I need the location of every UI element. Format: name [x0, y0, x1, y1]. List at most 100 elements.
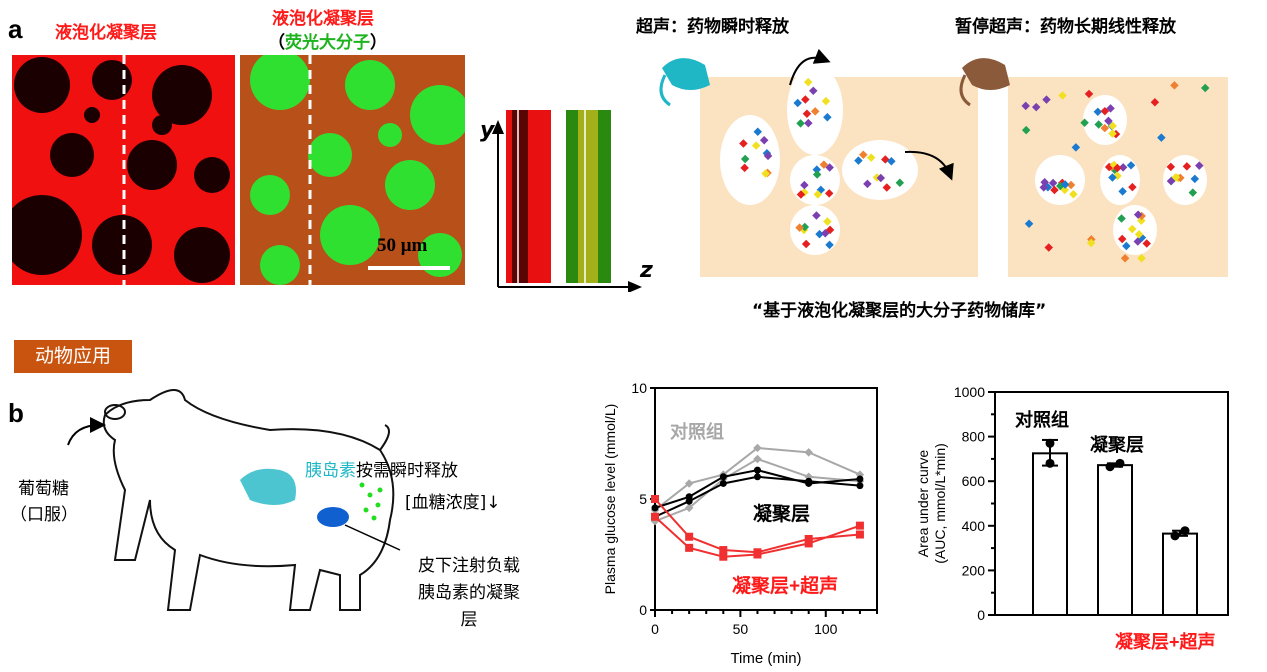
category-label: 凝聚层	[1090, 434, 1144, 455]
series-line	[654, 475, 861, 518]
drug-molecule	[881, 155, 890, 164]
released-drug	[1021, 125, 1031, 135]
vesicle	[790, 155, 840, 205]
drug-molecule	[795, 223, 804, 232]
y-tick-label: 10	[631, 380, 647, 396]
drug-molecule	[819, 160, 829, 169]
blood-glucose-label: [血糖浓度]	[405, 493, 487, 513]
y-tick-label: 0	[977, 607, 985, 623]
oral-label: （口服）	[10, 505, 78, 525]
vesicle	[1035, 155, 1085, 205]
data-point	[804, 448, 813, 457]
drug-molecule	[1108, 121, 1117, 131]
drug-molecule	[895, 178, 905, 187]
image2-title: 液泡化凝聚层	[272, 9, 374, 29]
x-tick-label: 0	[651, 621, 659, 637]
series-line	[654, 457, 861, 523]
replicate-point	[1045, 438, 1055, 448]
paren: （	[268, 33, 285, 53]
vesicle	[1083, 95, 1127, 145]
drug-molecule	[804, 118, 813, 128]
vesicle	[842, 140, 918, 200]
y-tick-label: 0	[639, 602, 647, 618]
paren: ）	[370, 33, 387, 53]
on-demand-label: 按需瞬时释放	[356, 461, 458, 481]
data-point	[856, 475, 864, 483]
panel-b-label: b	[8, 398, 24, 428]
drug-molecule	[825, 240, 834, 250]
pig-illustration	[67, 389, 401, 611]
injection-line: 胰岛素的凝聚	[418, 583, 520, 603]
ultrasound-probe-icon	[659, 58, 710, 107]
y-tick-label: 600	[962, 473, 986, 489]
data-point	[651, 512, 659, 521]
panel-a-label: a	[8, 14, 23, 44]
replicate-point	[1115, 458, 1125, 468]
data-point	[719, 552, 728, 561]
drug-molecule	[823, 113, 832, 122]
x-tick-label: 50	[733, 621, 749, 637]
x-axis-title: Time (min)	[730, 650, 801, 667]
drug-molecule	[823, 217, 832, 226]
vesicle	[720, 115, 780, 205]
diagram-caption: “基于液泡化凝聚层的大分子药物储库”	[752, 301, 1047, 321]
category-label: 对照组	[1015, 409, 1069, 430]
data-point	[753, 443, 762, 453]
data-point	[855, 521, 864, 530]
drug-molecule	[800, 222, 810, 232]
drug-molecule	[802, 109, 812, 118]
drug-molecule	[1166, 176, 1176, 186]
image1-title: 液泡化凝聚层	[55, 23, 157, 43]
data-point	[719, 473, 727, 481]
plot-frame	[994, 391, 1229, 616]
drug-molecule	[1188, 188, 1198, 197]
coacervate-us-annotation: 凝聚层+超声	[732, 574, 838, 597]
data-point	[685, 497, 693, 505]
y-tick-label: 5	[639, 491, 647, 507]
orthogonal-view	[492, 110, 642, 292]
y-tick-label: 800	[962, 429, 986, 445]
bar	[1032, 452, 1068, 616]
drug-molecule	[801, 239, 811, 249]
drug-molecule	[1128, 182, 1137, 192]
drug-molecule	[812, 170, 822, 179]
released-drug	[1086, 238, 1096, 248]
drug-molecule	[812, 211, 821, 220]
category-label: 凝聚层+超声	[1115, 631, 1216, 652]
ultrasound-title: 超声：药物瞬时释放	[636, 17, 789, 37]
series-line	[654, 498, 861, 554]
drug-molecule	[763, 151, 773, 161]
injection-line: 皮下注射负载	[418, 556, 520, 576]
drug-molecule	[740, 163, 749, 173]
replicate-point	[1180, 526, 1190, 536]
insulin-label: 胰岛素	[305, 461, 356, 481]
y-axis-title: (AUC, mmol/L*min)	[932, 443, 948, 564]
data-point	[856, 482, 864, 490]
section-tag: 动物应用	[14, 340, 132, 373]
data-point	[753, 466, 761, 474]
drug-molecule	[1126, 161, 1136, 170]
data-point	[753, 550, 762, 559]
injection-text: 皮下注射负载 胰岛素的凝聚 层	[418, 553, 520, 634]
data-point	[651, 495, 659, 503]
series-line	[654, 446, 861, 511]
data-point	[719, 479, 727, 487]
released-drug	[1071, 143, 1081, 152]
control-annotation: 对照组	[670, 421, 724, 442]
drug-molecule	[759, 135, 769, 145]
y-axis-label: y	[480, 118, 495, 143]
drug-molecule	[815, 229, 824, 239]
drug-molecule	[1182, 162, 1192, 171]
insulin-release-text: 胰岛素按需瞬时释放	[305, 456, 458, 481]
bar	[1097, 464, 1133, 616]
drug-molecule	[1166, 162, 1176, 172]
data-point	[753, 454, 762, 464]
drug-molecule	[882, 183, 892, 192]
drug-molecule	[1195, 161, 1204, 170]
data-point	[804, 534, 813, 543]
drug-molecule	[812, 165, 822, 174]
released-drug	[1021, 101, 1030, 111]
drug-molecule	[1171, 173, 1181, 182]
